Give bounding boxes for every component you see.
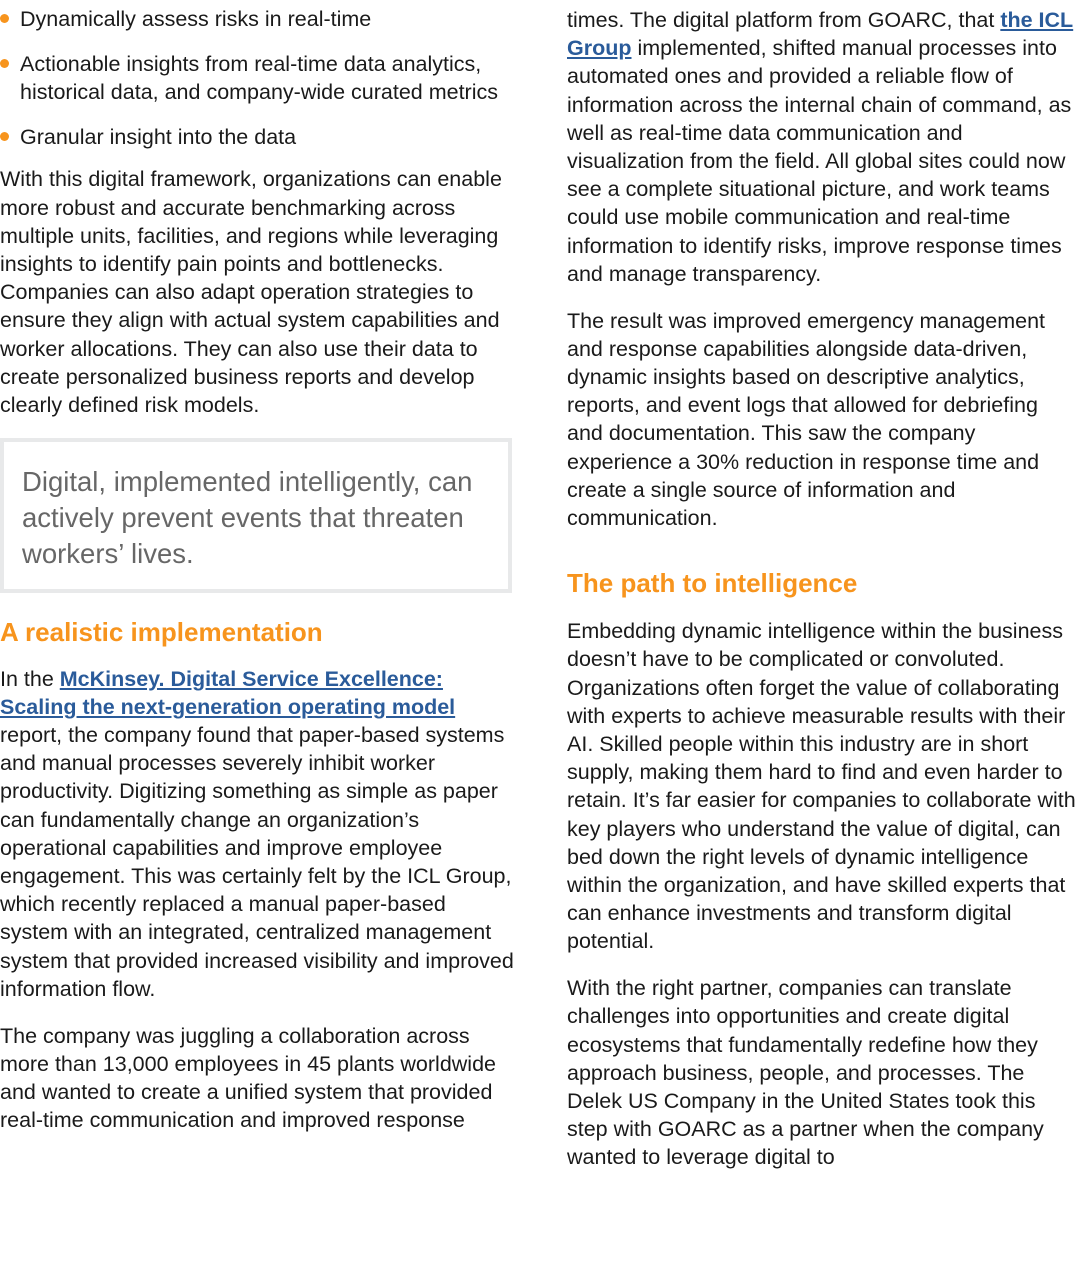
paragraph-suffix: report, the company found that paper-bas… [0, 723, 514, 1001]
juggling-paragraph: The company was juggling a collaboration… [0, 1023, 496, 1133]
continued-paragraph: times. The digital platform from GOARC, … [567, 6, 1078, 288]
section-heading-path-to-intelligence: The path to intelligence [567, 568, 858, 599]
bullet-dot-icon [0, 58, 9, 68]
bullet-dot-icon [0, 14, 9, 23]
left-column: Dynamically assess risks in real-time Ac… [0, 0, 514, 1153]
bullet-item: Dynamically assess risks in real-time [0, 5, 514, 33]
bullet-text: Actionable insights from real-time data … [20, 51, 498, 104]
bullet-item: Actionable insights from real-time data … [0, 50, 514, 106]
paragraph-prefix: In the [0, 666, 60, 691]
bullet-item: Granular insight into the data [0, 123, 514, 151]
paragraph-prefix: times. The digital platform from GOARC, … [567, 8, 1001, 32]
embedding-paragraph: Embedding dynamic intelligence within th… [567, 619, 1076, 954]
framework-paragraph: With this digital framework, organizatio… [0, 167, 502, 417]
bullet-text: Granular insight into the data [20, 124, 297, 149]
right-column: times. The digital platform from GOARC, … [567, 0, 1078, 1190]
implementation-paragraph: In the McKinsey. Digital Service Excelle… [0, 665, 514, 1003]
mckinsey-report-link[interactable]: McKinsey. Digital Service Excellence: Sc… [0, 666, 456, 719]
feature-bullet-list: Dynamically assess risks in real-time Ac… [0, 5, 514, 151]
paragraph-suffix: implemented, shifted manual processes in… [567, 36, 1072, 286]
pull-quote-text: Digital, implemented intelligently, can … [22, 465, 473, 569]
result-paragraph: The result was improved emergency manage… [567, 308, 1045, 530]
partner-paragraph: With the right partner, companies can tr… [567, 976, 1044, 1170]
section-heading-realistic-implementation: A realistic implementation [0, 616, 323, 647]
bullet-text: Dynamically assess risks in real-time [20, 7, 372, 31]
pull-quote-box: Digital, implemented intelligently, can … [0, 437, 512, 593]
bullet-dot-icon [0, 131, 9, 141]
icl-group-link[interactable]: the ICL Group [567, 8, 1074, 61]
